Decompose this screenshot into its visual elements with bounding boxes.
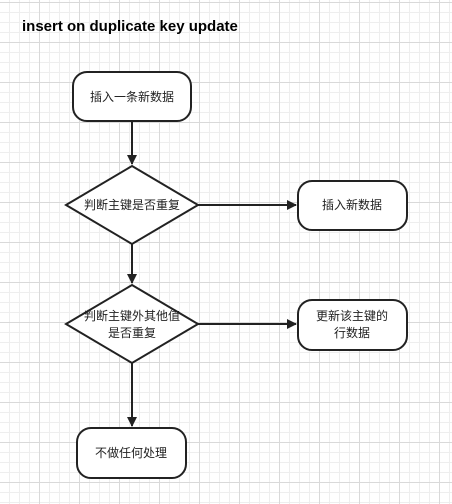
node-check-pk-label: 判断主键是否重复: [84, 197, 180, 212]
node-insert-new-label: 插入新数据: [322, 197, 382, 212]
node-update-row-label-line-1: 更新该主键的: [316, 308, 388, 323]
node-update-row-label-line-2: 行数据: [334, 325, 370, 340]
node-start-label: 插入一条新数据: [90, 89, 174, 104]
node-check-other-label-line-2: 是否重复: [108, 326, 156, 340]
diagram-title: insert on duplicate key update: [22, 18, 238, 35]
node-check-pk: 判断主键是否重复: [64, 164, 200, 246]
node-update-row: 更新该主键的 行数据: [297, 299, 408, 351]
node-check-other-label-line-1: 判断主键外其他值: [84, 308, 180, 323]
node-insert-new: 插入新数据: [297, 180, 408, 231]
node-do-nothing: 不做任何处理: [76, 427, 187, 479]
node-check-other: 判断主键外其他值 是否重复: [64, 283, 200, 365]
node-do-nothing-label: 不做任何处理: [95, 445, 167, 460]
node-start: 插入一条新数据: [72, 71, 192, 122]
